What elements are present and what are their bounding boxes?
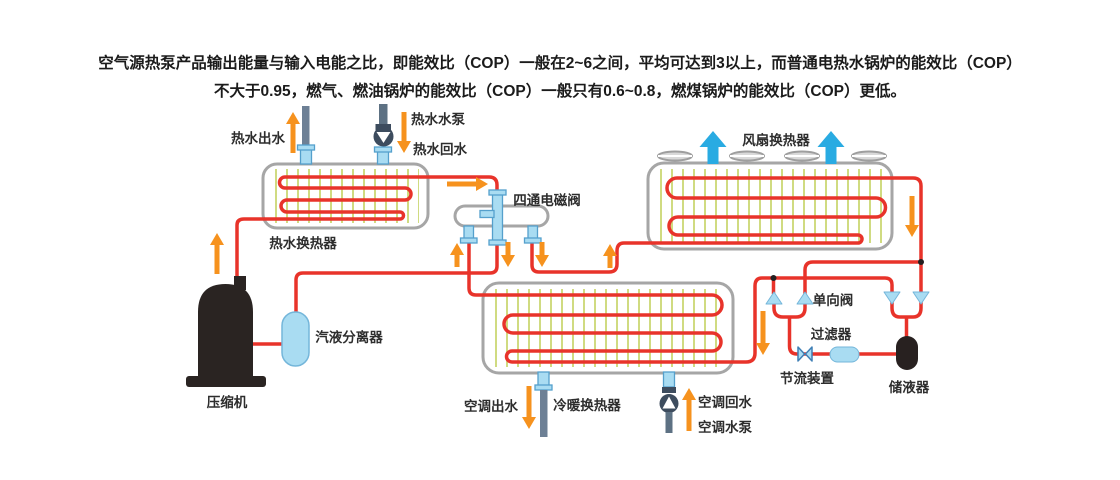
refrigerant-pipes (235, 175, 923, 364)
description-line1: 空气源热泵产品输出能量与输入电能之比，即能效比（COP）一般在2~6之间，平均可… (98, 55, 1022, 72)
label-ac-out: 空调出水 (464, 399, 518, 414)
label-hot-water-out: 热水出水 (231, 131, 285, 146)
label-fan-hx: 风扇换热器 (742, 133, 810, 148)
hot-water-outlet-pipe (296, 106, 316, 165)
ac-outlet-pipe (534, 371, 553, 437)
label-throttle: 节流装置 (780, 371, 834, 386)
ac-water-pump-icon (659, 371, 679, 433)
flow-arrows (210, 112, 919, 431)
label-receiver: 储液器 (888, 380, 930, 395)
fan-heat-exchanger (646, 161, 894, 251)
label-compressor: 压缩机 (206, 395, 248, 410)
label-ac-pump: 空调水泵 (698, 420, 752, 435)
filter-icon (829, 346, 860, 363)
label-ac-return: 空调回水 (698, 395, 752, 410)
label-separator: 汽液分离器 (315, 330, 383, 345)
pipe-junction-dots (770, 259, 924, 281)
description-text: 空气源热泵产品输出能量与输入电能之比，即能效比（COP）一般在2~6之间，平均可… (0, 50, 1120, 106)
four-way-valve (453, 189, 550, 246)
label-four-way-valve: 四通电磁阀 (513, 193, 581, 208)
label-filter: 过滤器 (810, 327, 852, 342)
label-hot-water-pump: 热水水泵 (411, 112, 465, 127)
check-valve-icons (765, 291, 930, 305)
label-hot-water-return: 热水回水 (413, 142, 467, 157)
label-hot-water-hx: 热水换热器 (269, 236, 337, 251)
label-ac-hx: 冷暖换热器 (553, 398, 621, 413)
throttle-valve-icon (797, 346, 813, 362)
air-arrow-up-icon (699, 131, 727, 164)
air-flow-arrows (699, 131, 845, 164)
hot-water-pump-icon (373, 104, 394, 165)
label-check-valve: 单向阀 (812, 293, 854, 308)
description-line2: 不大于0.95，燃气、燃油锅炉的能效比（COP）一般只有0.6~0.8，燃煤锅炉… (214, 83, 906, 100)
compressor (186, 276, 266, 387)
gas-liquid-separator (281, 311, 310, 367)
fan-icons (657, 150, 887, 162)
liquid-receiver (896, 336, 918, 370)
air-arrow-up-icon (817, 131, 845, 164)
